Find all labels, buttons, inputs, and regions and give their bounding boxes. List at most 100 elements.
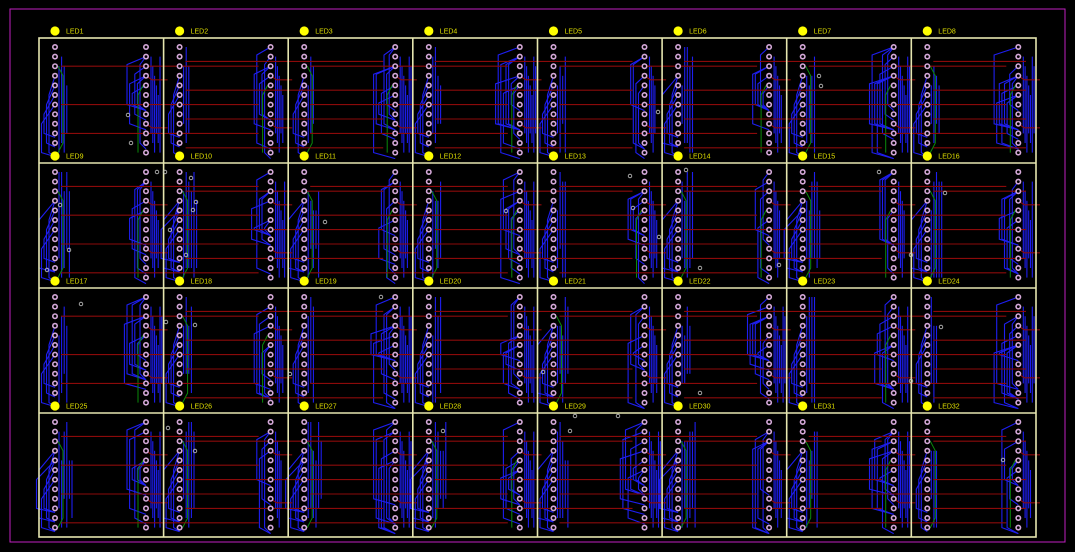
via bbox=[378, 294, 384, 300]
led-marker-led23[interactable]: LED23 bbox=[798, 276, 836, 286]
led-label: LED15 bbox=[814, 154, 836, 161]
led-marker-led11[interactable]: LED11 bbox=[299, 151, 337, 161]
board-outline-layer bbox=[38, 37, 1037, 538]
led-marker-led24[interactable]: LED24 bbox=[922, 276, 960, 286]
led-marker-led6[interactable]: LED6 bbox=[673, 26, 707, 36]
led-marker-led9[interactable]: LED9 bbox=[50, 151, 84, 161]
led-marker-led25[interactable]: LED25 bbox=[50, 401, 88, 411]
via bbox=[683, 167, 689, 173]
led-marker-led26[interactable]: LED26 bbox=[175, 401, 212, 411]
led-dot-icon bbox=[798, 26, 808, 36]
led-marker-led16[interactable]: LED16 bbox=[922, 151, 960, 161]
led-marker-led21[interactable]: LED21 bbox=[548, 276, 587, 286]
led-label: LED30 bbox=[689, 404, 711, 411]
led-dot-icon bbox=[798, 401, 808, 411]
via bbox=[567, 428, 573, 434]
led-marker-led32[interactable]: LED32 bbox=[922, 401, 960, 411]
led-marker-led14[interactable]: LED14 bbox=[673, 151, 711, 161]
via bbox=[656, 234, 662, 240]
via bbox=[188, 175, 194, 181]
led-label: LED25 bbox=[66, 404, 88, 411]
via bbox=[57, 202, 63, 208]
via bbox=[630, 205, 636, 211]
led-dot-icon bbox=[673, 401, 683, 411]
led-marker-led18[interactable]: LED18 bbox=[175, 276, 212, 286]
led-label: LED13 bbox=[565, 154, 587, 161]
led-label: LED23 bbox=[814, 279, 836, 286]
led-label: LED2 bbox=[191, 29, 209, 36]
led-dot-icon bbox=[673, 151, 683, 161]
via bbox=[540, 369, 546, 375]
page-frame bbox=[9, 8, 1066, 543]
via bbox=[615, 413, 621, 419]
led-marker-led17[interactable]: LED17 bbox=[50, 276, 88, 286]
led-marker-led30[interactable]: LED30 bbox=[673, 401, 711, 411]
led-label: LED3 bbox=[315, 29, 333, 36]
led-dot-icon bbox=[299, 276, 309, 286]
led-dot-icon bbox=[50, 401, 60, 411]
led-marker-led19[interactable]: LED19 bbox=[299, 276, 337, 286]
led-marker-led29[interactable]: LED29 bbox=[548, 401, 587, 411]
led-label: LED29 bbox=[565, 404, 587, 411]
led-dot-icon bbox=[299, 401, 309, 411]
led-marker-led15[interactable]: LED15 bbox=[798, 151, 836, 161]
top-copper-layer bbox=[61, 60, 1040, 524]
via bbox=[627, 173, 633, 179]
via bbox=[938, 324, 944, 330]
led-label: LED17 bbox=[66, 279, 88, 286]
led-label: LED5 bbox=[565, 29, 583, 36]
led-dot-icon bbox=[922, 151, 932, 161]
led-marker-led20[interactable]: LED20 bbox=[424, 276, 462, 286]
led-dot-icon bbox=[175, 276, 185, 286]
led-dot-icon bbox=[673, 276, 683, 286]
led-marker-led22[interactable]: LED22 bbox=[673, 276, 711, 286]
led-dot-icon bbox=[424, 276, 434, 286]
via bbox=[162, 169, 168, 175]
led-label: LED20 bbox=[440, 279, 462, 286]
led-label: LED21 bbox=[565, 279, 587, 286]
led-marker-led8[interactable]: LED8 bbox=[922, 26, 956, 36]
via bbox=[1000, 457, 1006, 463]
led-marker-led2[interactable]: LED2 bbox=[175, 26, 209, 36]
via bbox=[572, 413, 578, 419]
led-marker-led10[interactable]: LED10 bbox=[175, 151, 212, 161]
via bbox=[908, 378, 914, 384]
led-marker-led31[interactable]: LED31 bbox=[798, 401, 835, 411]
led-label: LED9 bbox=[66, 154, 84, 161]
led-label: LED12 bbox=[440, 154, 462, 161]
via bbox=[163, 319, 169, 325]
led-marker-led27[interactable]: LED27 bbox=[299, 401, 337, 411]
led-dot-icon bbox=[548, 26, 559, 36]
led-dot-icon bbox=[922, 401, 932, 411]
led-label: LED4 bbox=[440, 29, 458, 36]
led-label: LED32 bbox=[938, 404, 960, 411]
led-label: LED27 bbox=[315, 404, 337, 411]
via bbox=[183, 252, 189, 258]
led-marker-led7[interactable]: LED7 bbox=[798, 26, 831, 36]
via bbox=[876, 169, 882, 175]
led-dot-icon bbox=[673, 26, 683, 36]
led-dot-icon bbox=[175, 401, 185, 411]
led-marker-led1[interactable]: LED1 bbox=[50, 26, 84, 36]
led-label: LED16 bbox=[938, 154, 960, 161]
led-marker-led12[interactable]: LED12 bbox=[424, 151, 462, 161]
led-label: LED6 bbox=[689, 29, 707, 36]
via bbox=[154, 169, 160, 175]
led-marker-led13[interactable]: LED13 bbox=[548, 151, 587, 161]
led-dot-icon bbox=[548, 151, 559, 161]
via bbox=[78, 301, 84, 307]
led-marker-led28[interactable]: LED28 bbox=[424, 401, 461, 411]
led-dot-icon bbox=[922, 26, 932, 36]
via bbox=[697, 390, 703, 396]
via bbox=[192, 448, 198, 454]
led-marker-led4[interactable]: LED4 bbox=[424, 26, 458, 36]
led-marker-led3[interactable]: LED3 bbox=[299, 26, 333, 36]
via bbox=[192, 322, 198, 328]
led-marker-led5[interactable]: LED5 bbox=[548, 26, 583, 36]
via bbox=[190, 207, 196, 213]
led-dot-icon bbox=[922, 276, 932, 286]
led-dot-icon bbox=[424, 151, 434, 161]
via bbox=[44, 267, 50, 273]
